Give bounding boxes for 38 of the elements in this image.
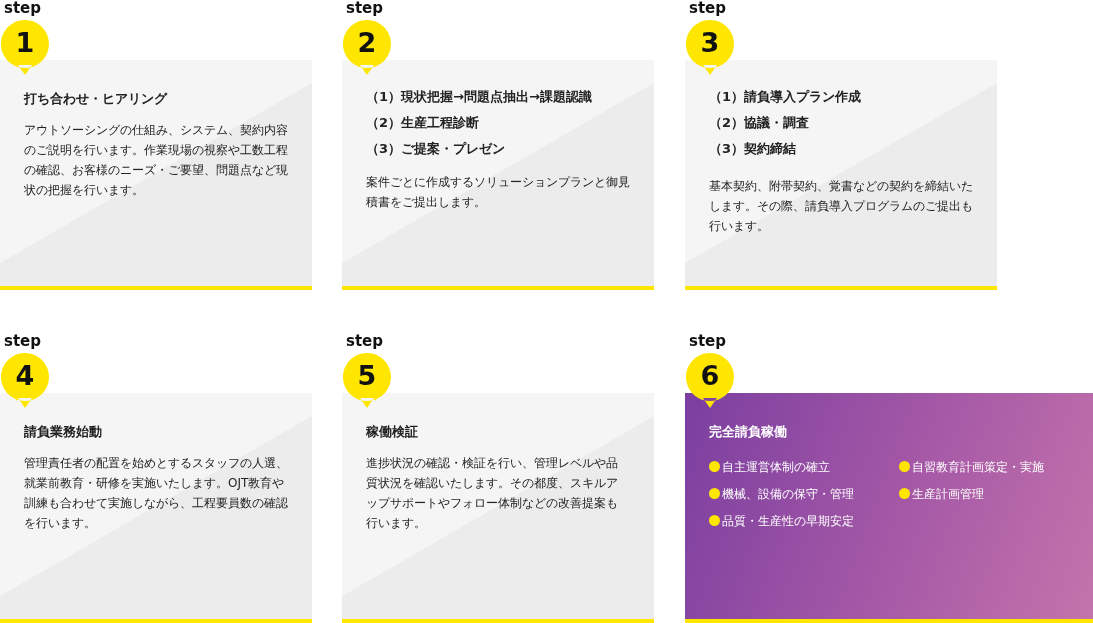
step-heading: （3）ご提案・プレゼン xyxy=(366,140,507,158)
step-heading: （2）生産工程診断 xyxy=(366,114,481,132)
bullet-item: 自主運営体制の確立 xyxy=(709,457,899,477)
step-label: step xyxy=(346,333,383,349)
step-heading: 完全請負稼働 xyxy=(709,423,788,441)
step-description: 管理責任者の配置を始めとするスタッフの人選、就業前教育・研修を実施いたします。OJT教育や訓練も合わせて実施しながら、工程要員数の確認を行います。 xyxy=(24,455,289,532)
step-heading: （1）現状把握→問題点抽出→課題認識 xyxy=(366,88,593,106)
step-card xyxy=(685,393,1093,623)
step-description: アウトソーシングの仕組み、システム、契約内容のご説明を行います。作業現場の視察や工数工程の確認、お客様のニーズ・ご要望、問題点など現状の把握を行います。 xyxy=(24,122,289,199)
step-description: 基本契約、附帯契約、覚書などの契約を締結いたします。その際、請負導入プログラムのご提出も行います。 xyxy=(709,178,974,235)
step-number-badge: 5 xyxy=(342,350,392,410)
step-number-badge: 1 xyxy=(0,17,50,77)
step-number-badge: 3 xyxy=(685,17,735,77)
bullet-item: 生産計画管理 xyxy=(899,484,1079,504)
step-label: step xyxy=(4,0,41,16)
step-card xyxy=(342,60,654,290)
step-heading: （3）契約締結 xyxy=(709,140,798,158)
step-heading: （1）請負導入プラン作成 xyxy=(709,88,863,106)
step-label: step xyxy=(689,0,726,16)
step-label: step xyxy=(346,0,383,16)
step-number-badge: 4 xyxy=(0,350,50,410)
step-heading: 請負業務始動 xyxy=(24,423,103,441)
step-card xyxy=(342,393,654,623)
bullet-item: 品質・生産性の早期安定 xyxy=(709,511,899,531)
step-number-badge: 2 xyxy=(342,17,392,77)
bullet-item: 機械、設備の保守・管理 xyxy=(709,484,899,504)
step-card xyxy=(0,393,312,623)
step-description: 案件ごとに作成するソリューションプランと御見積書をご提出します。 xyxy=(366,174,631,211)
step-heading: （2）協議・調査 xyxy=(709,114,811,132)
step-heading: 打ち合わせ・ヒアリング xyxy=(24,90,169,108)
step-heading: 稼働検証 xyxy=(366,423,419,441)
step-card xyxy=(685,60,997,290)
step-label: step xyxy=(689,333,726,349)
step-description: 進捗状況の確認・検証を行い、管理レベルや品質状況を確認いたします。その都度、スキルアップサポートやフォロー体制などの改善提案も行います。 xyxy=(366,455,619,532)
bullet-item: 自習教育計画策定・実施 xyxy=(899,457,1079,477)
step-label: step xyxy=(4,333,41,349)
step-number-badge: 6 xyxy=(685,350,735,410)
step-card xyxy=(0,60,312,290)
